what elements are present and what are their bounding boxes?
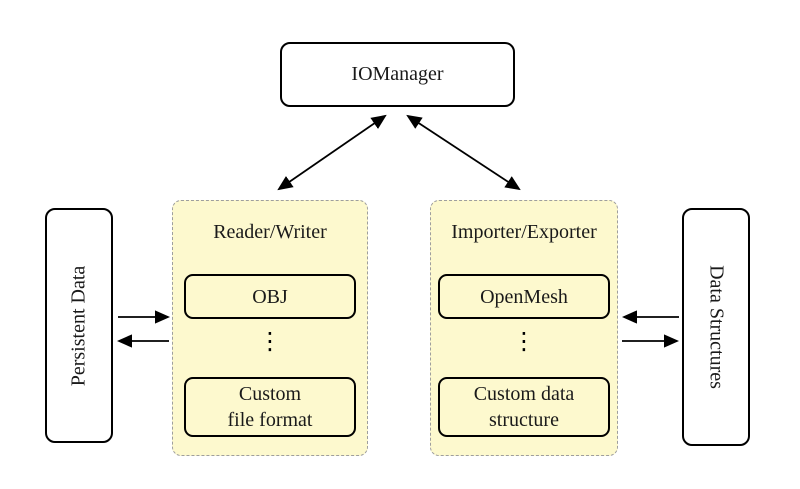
custom-file-format-line1: Custom <box>238 383 302 405</box>
reader-writer-title: Reader/Writer <box>213 221 327 243</box>
obj-label: OBJ <box>252 285 288 308</box>
custom-data-structure-node: Custom data structure <box>438 377 610 437</box>
importer-exporter-panel: Importer/Exporter OpenMesh ⋮ Custom data… <box>430 200 618 456</box>
arrow-iomanager-readerwriter <box>277 114 387 191</box>
persistent-data-node: Persistent Data <box>45 208 113 443</box>
reader-writer-panel: Reader/Writer OBJ ⋮ Custom file format <box>172 200 368 456</box>
openmesh-node: OpenMesh <box>438 274 610 319</box>
persistent-data-label: Persistent Data <box>67 265 90 386</box>
custom-file-format-line2: file format <box>227 409 313 431</box>
openmesh-label: OpenMesh <box>480 285 568 308</box>
obj-node: OBJ <box>184 274 356 319</box>
custom-data-structure-line1: Custom data <box>473 383 575 405</box>
importer-exporter-title: Importer/Exporter <box>451 221 597 243</box>
iomanager-node: IOManager <box>280 42 515 107</box>
custom-file-format-node: Custom file format <box>184 377 356 437</box>
data-structures-node: Data Structures <box>682 208 750 446</box>
custom-data-structure-line2: structure <box>489 409 559 431</box>
reader-writer-ellipsis: ⋮ <box>258 327 282 355</box>
arrow-iomanager-importerexporter <box>406 114 521 191</box>
iomanager-label: IOManager <box>351 63 444 85</box>
data-structures-label: Data Structures <box>705 265 728 389</box>
importer-exporter-ellipsis: ⋮ <box>512 327 536 355</box>
